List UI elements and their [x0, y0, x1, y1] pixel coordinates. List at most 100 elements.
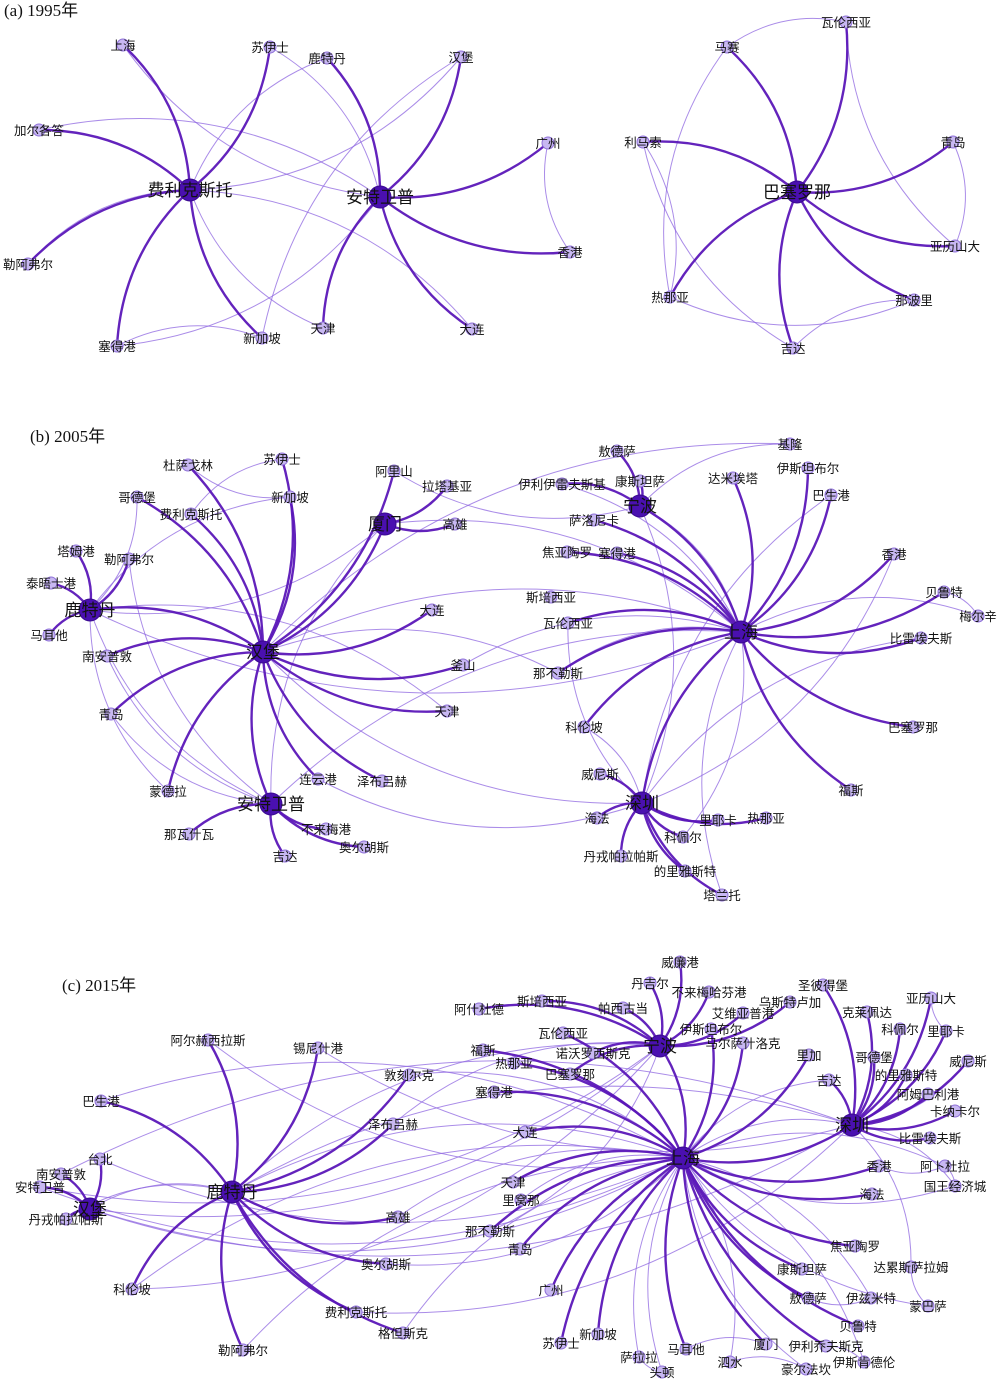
- edge-a-thin-14: [726, 17, 847, 48]
- edge-a-hub1-2: [379, 142, 549, 199]
- node-label-c-44: 鹿特丹: [207, 1183, 258, 1203]
- node-label-c-59: 敖德萨: [789, 1291, 827, 1306]
- node-b-37: [440, 704, 454, 718]
- node-label-c-43: 国王经济城: [924, 1179, 987, 1194]
- node-label-c-68: 萨拉拉: [620, 1350, 658, 1365]
- node-b-6: [633, 474, 647, 488]
- node-c-25: [961, 1054, 975, 1068]
- node-b-36: [551, 666, 565, 680]
- edge-b-hub0-9: [262, 651, 448, 713]
- edge-c-hub0-1: [682, 1028, 715, 1159]
- node-label-b-58: 塔兰托: [703, 888, 741, 903]
- node-label-c-16: 热那亚: [495, 1056, 533, 1071]
- edge-b-hub1-0: [639, 504, 743, 633]
- node-label-b-0: 敖德萨: [598, 444, 636, 459]
- edge-b-thin-0: [262, 588, 742, 653]
- edge-b-hub0-10: [261, 651, 319, 780]
- edge-b-thin-19: [110, 713, 272, 805]
- node-label-c-15: 福斯: [470, 1043, 495, 1058]
- node-a-20: [255, 331, 269, 345]
- edge-b-thin-3: [262, 651, 643, 804]
- node-a-9: [946, 135, 960, 149]
- edge-c-thin-40: [682, 1157, 929, 1307]
- node-label-b-9: 巴生港: [812, 488, 850, 503]
- node-label-c-8: 亚历山大: [906, 991, 956, 1006]
- edge-c-thin-9: [39, 1157, 684, 1245]
- node-label-b-29: 瓦伦西亚: [543, 616, 593, 631]
- node-c-14: [939, 1024, 953, 1038]
- node-label-b-25: 鹿特丹: [65, 601, 116, 621]
- node-label-b-32: 汉堡: [246, 643, 280, 663]
- node-label-b-21: 勒阿弗尔: [104, 552, 154, 567]
- edge-c-thin-41: [682, 1157, 872, 1299]
- node-label-b-8: 达米埃塔: [708, 471, 759, 486]
- edge-b-thin-10: [190, 458, 283, 515]
- node-c-22: [563, 1067, 577, 1081]
- edge-c-hub0-21: [524, 1125, 684, 1160]
- node-b-56: [278, 849, 292, 863]
- node-label-b-26: 贝鲁特: [925, 585, 963, 600]
- node-b-15: [373, 512, 397, 536]
- node-a-1: [263, 40, 277, 54]
- edge-a-thin-10: [27, 189, 191, 265]
- node-b-34: [100, 649, 114, 663]
- node-label-b-48: 海法: [584, 811, 609, 826]
- node-label-c-74: 伊斯肯德伦: [833, 1355, 896, 1370]
- edge-a-thin-5: [189, 189, 324, 329]
- node-c-60: [864, 1291, 878, 1305]
- node-b-30: [42, 628, 56, 642]
- panel-title-c: (c) 2015年: [62, 976, 136, 995]
- node-b-24: [544, 590, 558, 604]
- edge-c-hub0-18: [489, 1156, 684, 1232]
- edge-c-thin-22: [520, 1154, 684, 1201]
- node-c-72: [723, 1355, 737, 1369]
- node-label-b-44: 蒙德拉: [149, 784, 187, 799]
- node-b-27: [971, 609, 985, 623]
- node-c-4: [472, 1002, 486, 1016]
- node-b-13: [184, 507, 198, 521]
- edge-b-thin-33: [740, 596, 979, 633]
- node-c-32: [948, 1104, 962, 1118]
- node-b-28: [425, 603, 439, 617]
- node-label-b-15: 厦门: [368, 515, 402, 535]
- node-c-64: [236, 1343, 250, 1357]
- edge-a-hub2-3: [796, 141, 954, 194]
- node-c-68: [632, 1350, 646, 1364]
- node-label-c-9: 艾维亚普港: [712, 1006, 775, 1021]
- node-label-c-22: 巴塞罗那: [545, 1067, 595, 1082]
- edge-a-hub2-1: [796, 21, 849, 193]
- node-b-45: [844, 783, 858, 797]
- node-b-25: [78, 598, 102, 622]
- node-b-52: [676, 830, 690, 844]
- edge-c-thin-10: [131, 1144, 684, 1290]
- node-label-b-33: 比雷埃夫斯: [890, 631, 953, 646]
- node-c-41: [506, 1175, 520, 1189]
- edge-b-hub2-5: [640, 802, 723, 897]
- edge-b-thin-1: [89, 609, 742, 694]
- node-label-c-36: 比雷埃夫斯: [899, 1131, 962, 1146]
- node-c-20: [201, 1033, 215, 1047]
- node-b-44: [161, 784, 175, 798]
- node-b-47: [630, 791, 654, 815]
- node-c-65: [396, 1326, 410, 1340]
- edge-a-thin-2: [269, 46, 381, 198]
- node-label-b-53: 那瓦什瓦: [164, 827, 214, 842]
- node-label-c-19: 马尔萨什洛克: [705, 1036, 780, 1051]
- edge-a-hub2-4: [796, 191, 956, 248]
- edge-b-hub0-2: [187, 464, 265, 653]
- node-c-11: [556, 1026, 570, 1040]
- node-label-c-45: 里窝那: [502, 1193, 540, 1208]
- edge-a-hub1-0: [326, 57, 382, 198]
- node-label-c-30: 阿姆巴利港: [897, 1087, 960, 1102]
- node-b-23: [44, 576, 58, 590]
- node-c-61: [921, 1299, 935, 1313]
- node-b-40: [906, 720, 920, 734]
- node-label-b-6: 康斯坦萨: [615, 474, 665, 489]
- node-label-c-33: 泽布吕赫: [368, 1117, 419, 1132]
- node-label-a-1: 苏伊士: [251, 40, 289, 55]
- node-c-47: [33, 1180, 47, 1194]
- node-b-4: [275, 452, 289, 466]
- node-label-c-17: 诺沃罗西斯克: [555, 1046, 630, 1061]
- node-b-12: [628, 494, 652, 518]
- node-a-14: [948, 239, 962, 253]
